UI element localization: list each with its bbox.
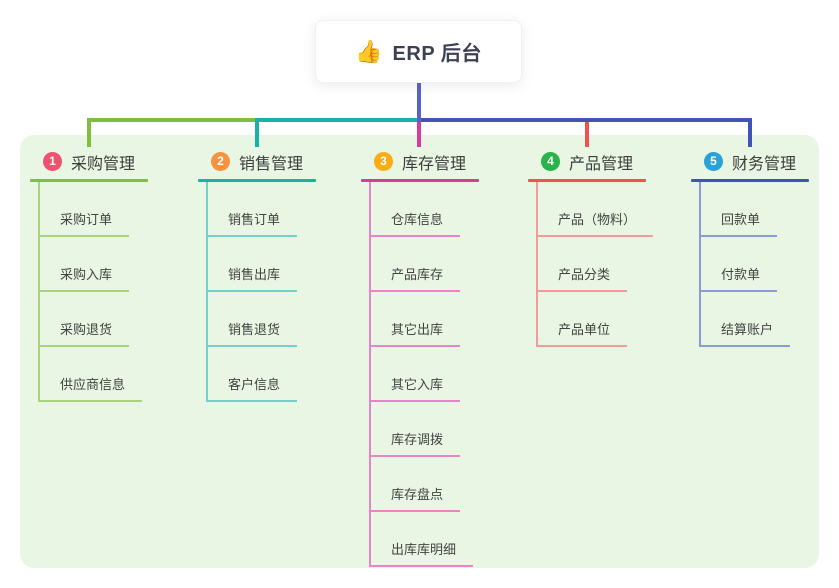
sub-item[interactable]: 仓库信息 <box>371 182 511 237</box>
branch-inventory: 3 库存管理 仓库信息 产品库存 其它出库 其它入库 库存调拨 库存盘点 出库库… <box>361 148 511 567</box>
sub-item[interactable]: 采购订单 <box>40 182 180 237</box>
sub-item[interactable]: 销售出库 <box>208 237 348 292</box>
sub-item[interactable]: 销售退货 <box>208 292 348 347</box>
sub-item[interactable]: 其它出库 <box>371 292 511 347</box>
sub-item-label: 回款单 <box>701 209 778 237</box>
sub-item[interactable]: 付款单 <box>701 237 839 292</box>
branch-number-badge: 2 <box>211 152 230 171</box>
branch-number-badge: 5 <box>704 152 723 171</box>
root-node[interactable]: 👍 ERP 后台 <box>315 20 522 83</box>
branch-inventory-items: 仓库信息 产品库存 其它出库 其它入库 库存调拨 库存盘点 出库库明细 <box>369 182 511 567</box>
branch-purchase-items: 采购订单 采购入库 采购退货 供应商信息 <box>38 182 180 402</box>
sub-item[interactable]: 出库库明细 <box>371 512 511 567</box>
branch-underline <box>691 179 809 182</box>
branch-sales-items: 销售订单 销售出库 销售退货 客户信息 <box>206 182 348 402</box>
sub-item-label: 产品分类 <box>538 264 628 292</box>
sub-item-label: 产品单位 <box>538 319 628 347</box>
branch-product: 4 产品管理 产品（物料） 产品分类 产品单位 <box>528 148 678 347</box>
branch-label: 产品管理 <box>569 155 634 173</box>
thumbs-up-icon: 👍 <box>355 38 383 64</box>
sub-item-label: 采购订单 <box>40 209 130 237</box>
branch-inventory-header[interactable]: 3 库存管理 <box>361 148 511 175</box>
sub-item-label: 销售退货 <box>208 319 298 347</box>
branch-purchase-header[interactable]: 1 采购管理 <box>30 148 180 175</box>
sub-item[interactable]: 产品分类 <box>538 237 678 292</box>
sub-item-label: 供应商信息 <box>40 374 143 402</box>
sub-item-label: 产品库存 <box>371 264 461 292</box>
root-title: ERP 后台 <box>392 43 482 65</box>
sub-item[interactable]: 客户信息 <box>208 347 348 402</box>
sub-item-label: 其它入库 <box>371 374 461 402</box>
branch-underline <box>361 179 479 182</box>
sub-item[interactable]: 结算账户 <box>701 292 839 347</box>
sub-item-label: 库存盘点 <box>371 484 461 512</box>
branch-sales: 2 销售管理 销售订单 销售出库 销售退货 客户信息 <box>198 148 348 402</box>
branch-label: 库存管理 <box>402 155 467 173</box>
sub-item-label: 采购退货 <box>40 319 130 347</box>
sub-item[interactable]: 产品单位 <box>538 292 678 347</box>
sub-item-label: 产品（物料） <box>538 209 654 237</box>
sub-item[interactable]: 采购入库 <box>40 237 180 292</box>
sub-item[interactable]: 产品库存 <box>371 237 511 292</box>
sub-item-label: 销售订单 <box>208 209 298 237</box>
branch-underline <box>198 179 316 182</box>
branch-sales-header[interactable]: 2 销售管理 <box>198 148 348 175</box>
sub-item[interactable]: 回款单 <box>701 182 839 237</box>
branch-finance-items: 回款单 付款单 结算账户 <box>699 182 839 347</box>
branch-number-badge: 4 <box>541 152 560 171</box>
sub-item[interactable]: 采购退货 <box>40 292 180 347</box>
sub-item-label: 其它出库 <box>371 319 461 347</box>
branch-underline <box>528 179 646 182</box>
sub-item[interactable]: 库存盘点 <box>371 457 511 512</box>
sub-item[interactable]: 产品（物料） <box>538 182 678 237</box>
sub-item[interactable]: 销售订单 <box>208 182 348 237</box>
branch-number-badge: 3 <box>374 152 393 171</box>
sub-item[interactable]: 库存调拨 <box>371 402 511 457</box>
sub-item-label: 结算账户 <box>701 319 791 347</box>
branch-purchase: 1 采购管理 采购订单 采购入库 采购退货 供应商信息 <box>30 148 180 402</box>
sub-item-label: 采购入库 <box>40 264 130 292</box>
sub-item-label: 出库库明细 <box>371 539 474 567</box>
sub-item-label: 客户信息 <box>208 374 298 402</box>
branch-label: 财务管理 <box>732 155 797 173</box>
branch-underline <box>30 179 148 182</box>
branch-finance: 5 财务管理 回款单 付款单 结算账户 <box>691 148 839 347</box>
sub-item[interactable]: 其它入库 <box>371 347 511 402</box>
sub-item[interactable]: 供应商信息 <box>40 347 180 402</box>
sub-item-label: 付款单 <box>701 264 778 292</box>
branch-product-header[interactable]: 4 产品管理 <box>528 148 678 175</box>
branch-label: 采购管理 <box>71 155 136 173</box>
branch-label: 销售管理 <box>239 155 304 173</box>
diagram-panel <box>20 135 819 568</box>
branch-finance-header[interactable]: 5 财务管理 <box>691 148 839 175</box>
sub-item-label: 销售出库 <box>208 264 298 292</box>
branch-number-badge: 1 <box>43 152 62 171</box>
sub-item-label: 仓库信息 <box>371 209 461 237</box>
sub-item-label: 库存调拨 <box>371 429 461 457</box>
branch-product-items: 产品（物料） 产品分类 产品单位 <box>536 182 678 347</box>
